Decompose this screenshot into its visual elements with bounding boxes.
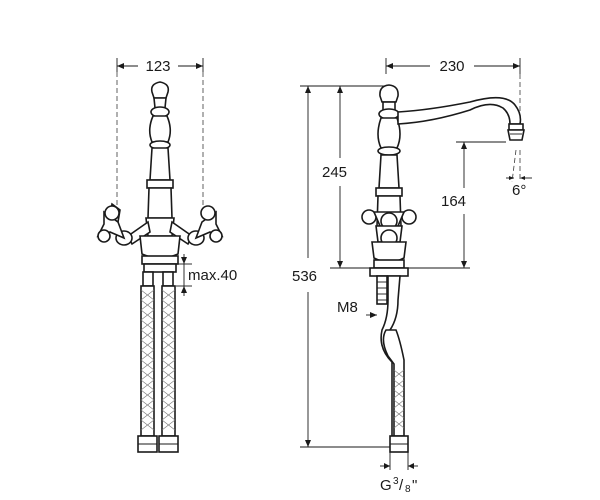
left-handle [96,202,151,246]
reach-dim-label: 230 [439,58,464,75]
spout-angle-dimension: 6° [506,149,532,199]
side-view: 230 536 245 [292,58,532,495]
supply-hoses [137,271,179,453]
connection-denominator: 8 [405,484,411,495]
top-knob [148,81,172,150]
side-base [369,241,409,277]
total-height-dimension: 536 [292,85,390,448]
spout-height-label: 164 [441,193,466,210]
reach-dimension: 230 [385,58,521,128]
body-height-dimension: 245 [322,86,380,269]
thread-label: M8 [337,299,358,316]
front-view: 123 [96,58,237,453]
spout-height-dimension: 164 [398,141,506,269]
connection-dimension: G 3 / 8 " [380,452,418,495]
svg-text:G: G [380,477,392,494]
column-body [145,147,175,237]
body-height-label: 245 [322,164,347,181]
max-depth-dimension: max.40 [176,254,237,296]
width-dim-label: 123 [145,58,170,75]
side-handle [361,209,417,247]
connection-suffix: " [412,477,417,494]
total-height-label: 536 [292,268,317,285]
side-hose [380,275,409,453]
connection-prefix: G [380,477,392,494]
max-prefix: max. [188,267,221,284]
right-handle [169,205,224,246]
max-value: 40 [221,267,238,284]
svg-text:/: / [399,477,404,494]
base [139,235,181,273]
threaded-rod: M8 [337,275,394,318]
side-top-knob [377,84,401,156]
angle-label: 6° [512,182,526,199]
svg-text:max.40: max.40 [188,267,237,284]
connection-numerator: 3 [393,476,399,487]
spout [397,96,525,141]
width-dimension: 123 [116,58,204,215]
